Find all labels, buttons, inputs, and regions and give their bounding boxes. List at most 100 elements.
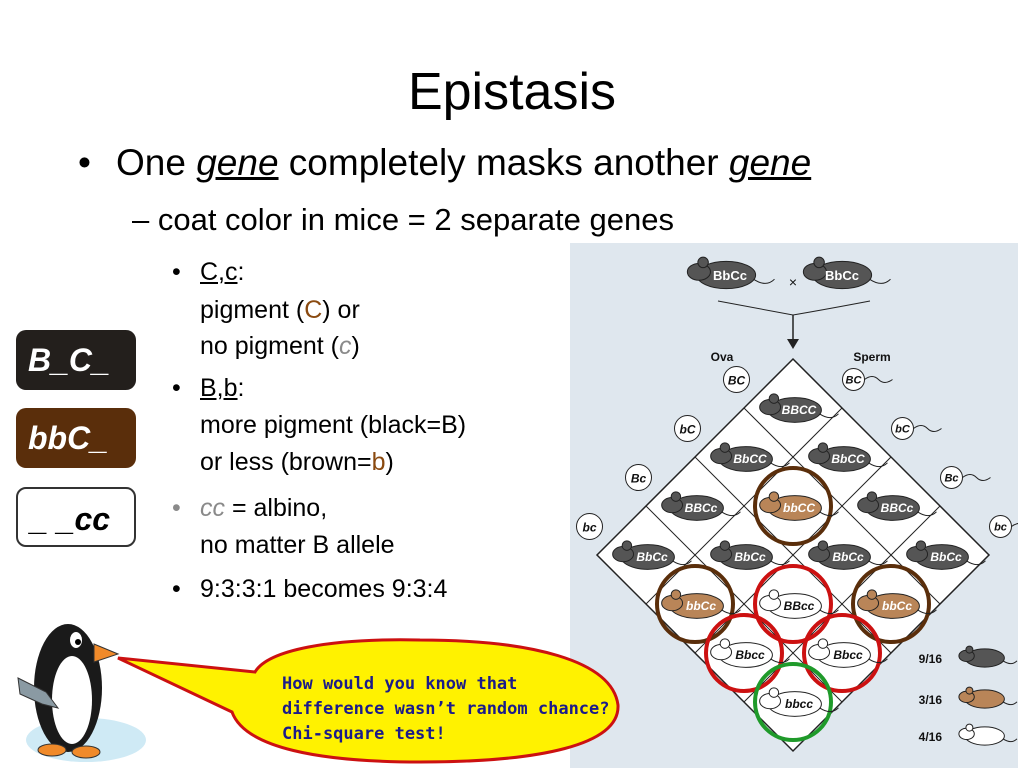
cross-symbol: ×: [789, 274, 797, 290]
offspring-genotype: Bbcc: [833, 648, 863, 662]
bullet-dot: •: [172, 258, 181, 286]
ova-gamete-icon: [674, 415, 701, 442]
genotype-ring: [753, 466, 833, 546]
offspring-mouse-icon: [759, 393, 839, 423]
offspring-genotype: BBcc: [784, 599, 815, 613]
offspring-mouse-icon: [808, 638, 888, 668]
legend-mouse-icon: [958, 645, 1018, 668]
sub3-cc: cc: [200, 494, 225, 522]
genotype-ring: [655, 564, 735, 644]
sub2-line3-end: ): [385, 448, 394, 476]
bullet-one-text-mid: completely masks another: [278, 142, 729, 183]
offspring-genotype: Bbcc: [735, 648, 765, 662]
offspring-genotype: bbCc: [882, 599, 912, 613]
offspring-mouse-icon: [661, 589, 741, 619]
ova-label: Ova: [711, 350, 734, 364]
offspring-mouse-icon: [710, 442, 790, 472]
offspring-genotype: BbCC: [831, 452, 865, 466]
genotype-box-black: B_C_: [16, 330, 136, 390]
offspring-genotype: bbCC: [783, 501, 815, 515]
genotype-box-albino: _ _cc: [16, 487, 136, 547]
offspring-genotype: BBCc: [685, 501, 718, 515]
offspring-genotype: bbCc: [686, 599, 716, 613]
genotype-ring: [704, 613, 784, 693]
parent-genotype: BbCc: [825, 268, 859, 283]
genotype-ring: [851, 564, 931, 644]
ratio-label: 4/16: [919, 730, 943, 744]
bullet-dot: •: [172, 575, 181, 603]
offspring-mouse-icon: [759, 687, 839, 717]
parent-mouse-icon: [686, 256, 775, 290]
genotype-ring: [753, 662, 833, 742]
offspring-mouse-icon: [906, 540, 986, 570]
sub1-line2-end: ) or: [322, 296, 360, 324]
offspring-genotype: BbCC: [733, 452, 767, 466]
penguin-bubble-art: [17, 624, 620, 764]
sub1-line2: pigment (: [200, 296, 305, 324]
genotype-box-brown: bbC_: [16, 408, 136, 468]
offspring-mouse-icon: [759, 589, 839, 619]
bubble-line-1: How would you know that: [282, 674, 518, 694]
bullet-one-gene-2: gene: [728, 142, 812, 183]
offspring-genotype: BbCc: [636, 550, 668, 564]
sub2-line2: more pigment (black=B): [200, 411, 467, 439]
sub3-line2: no matter B allele: [200, 531, 395, 559]
sperm-tail: [962, 474, 991, 481]
offspring-genotype: BBCC: [782, 403, 817, 417]
ova-gamete-icon: [576, 513, 603, 540]
offspring-mouse-icon: [661, 491, 741, 521]
bullet-dot: •: [172, 494, 181, 522]
sperm-tail: [1011, 523, 1024, 527]
sperm-gamete-label: BC: [846, 375, 863, 387]
offspring-mouse-icon: [857, 491, 937, 521]
sperm-tail: [913, 425, 942, 432]
bubble-line-3: Chi-square test!: [282, 724, 446, 744]
genotype-ring: [802, 613, 882, 693]
offspring-mouse-icon: [710, 638, 790, 668]
bullet-dot: •: [172, 374, 181, 402]
offspring-mouse-icon: [857, 589, 937, 619]
parent-genotype: BbCc: [713, 268, 747, 283]
sperm-label: Sperm: [853, 350, 890, 364]
bullet-one-gene-1: gene: [196, 142, 279, 183]
ova-gamete-icon: [625, 464, 652, 491]
sub2-colon: :: [237, 374, 245, 402]
sub1-C: C: [304, 296, 323, 324]
ova-gamete-label: BC: [728, 374, 746, 388]
sub1-c: c: [338, 332, 352, 360]
sperm-gamete-label: bc: [994, 522, 1007, 534]
speech-bubble-text: How would you know that difference wasn’…: [282, 672, 610, 747]
bullet-one-text: One: [116, 142, 197, 183]
sub2-b: b: [371, 448, 386, 476]
ova-gamete-icon: [723, 366, 750, 393]
bubble-line-2: difference wasn’t random chance?: [282, 699, 610, 719]
bullet-two: – coat color in mice = 2 separate genes: [132, 202, 674, 237]
sub2-label: B,b: [200, 374, 238, 402]
parent-mouse-icon: [802, 256, 891, 290]
sub2-line3: or less (brown=: [200, 448, 372, 476]
offspring-mouse-icon: [808, 540, 888, 570]
ratio-label: 3/16: [919, 693, 943, 707]
offspring-genotype: bbcc: [785, 697, 813, 711]
offspring-mouse-icon: [759, 491, 839, 521]
sperm-tail: [864, 376, 893, 383]
offspring-genotype: BBCc: [881, 501, 914, 515]
speech-bubble: [117, 638, 620, 764]
ova-gamete-label: bc: [582, 521, 596, 535]
offspring-genotype: BbCc: [930, 550, 962, 564]
offspring-mouse-icon: [612, 540, 692, 570]
offspring-mouse-icon: [808, 442, 888, 472]
genotype-ring: [753, 564, 833, 644]
cross-lines: [717, 300, 871, 316]
sub1-colon: :: [237, 258, 245, 286]
sperm-gamete-label: Bc: [944, 473, 958, 485]
arrow-head: [787, 339, 799, 349]
sub1-label: C,c: [200, 258, 238, 286]
ratio-label: 9/16: [919, 652, 943, 666]
bullet-dot: •: [78, 142, 91, 183]
ova-gamete-label: Bc: [631, 472, 647, 486]
sub3-line1: = albino,: [225, 494, 328, 522]
sperm-gamete-label: bC: [895, 424, 911, 436]
sub4-text: 9:3:3:1 becomes 9:3:4: [200, 575, 448, 603]
